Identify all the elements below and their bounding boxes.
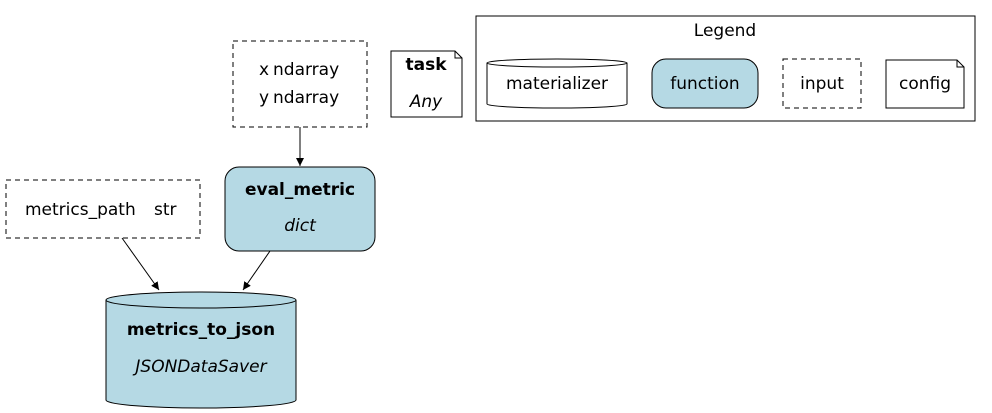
legend-materializer-label: materializer <box>506 74 608 94</box>
config-node-task[interactable]: task Any <box>390 50 463 118</box>
input-node-metrics-path[interactable]: metrics_path str <box>5 179 201 239</box>
metrics-path-name: metrics_path <box>25 200 136 220</box>
metrics-path-type: str <box>154 200 177 220</box>
task-title: task <box>405 55 447 75</box>
legend-function-label: function <box>670 74 739 94</box>
input-node-xy[interactable]: x ndarray y ndarray <box>232 40 368 128</box>
edge-metrics-path-to-metrics-to-json <box>121 237 160 291</box>
edge-eval-metric-to-metrics-to-json <box>242 250 271 291</box>
task-type: Any <box>409 92 443 112</box>
input-y-type: ndarray <box>273 88 339 108</box>
input-y-name: y <box>259 88 269 108</box>
legend-input-label: input <box>800 74 844 94</box>
input-x-name: x <box>259 60 269 80</box>
input-x-type: ndarray <box>273 60 339 80</box>
eval-metric-title: eval_metric <box>245 180 355 200</box>
legend-config: config <box>885 59 965 109</box>
legend-title: Legend <box>694 21 756 41</box>
legend: Legend materializer function input confi… <box>475 15 976 122</box>
legend-config-label: config <box>899 74 951 94</box>
legend-input: input <box>782 58 862 109</box>
metrics-to-json-title: metrics_to_json <box>127 320 275 340</box>
metrics-to-json-type: JSONDataSaver <box>132 357 267 377</box>
function-node-eval-metric[interactable]: eval_metric dict <box>224 166 376 252</box>
eval-metric-type: dict <box>284 216 317 236</box>
legend-materializer: materializer <box>486 58 628 109</box>
materializer-node-metrics-to-json[interactable]: metrics_to_json JSONDataSaver <box>105 291 297 409</box>
legend-function: function <box>651 58 759 109</box>
